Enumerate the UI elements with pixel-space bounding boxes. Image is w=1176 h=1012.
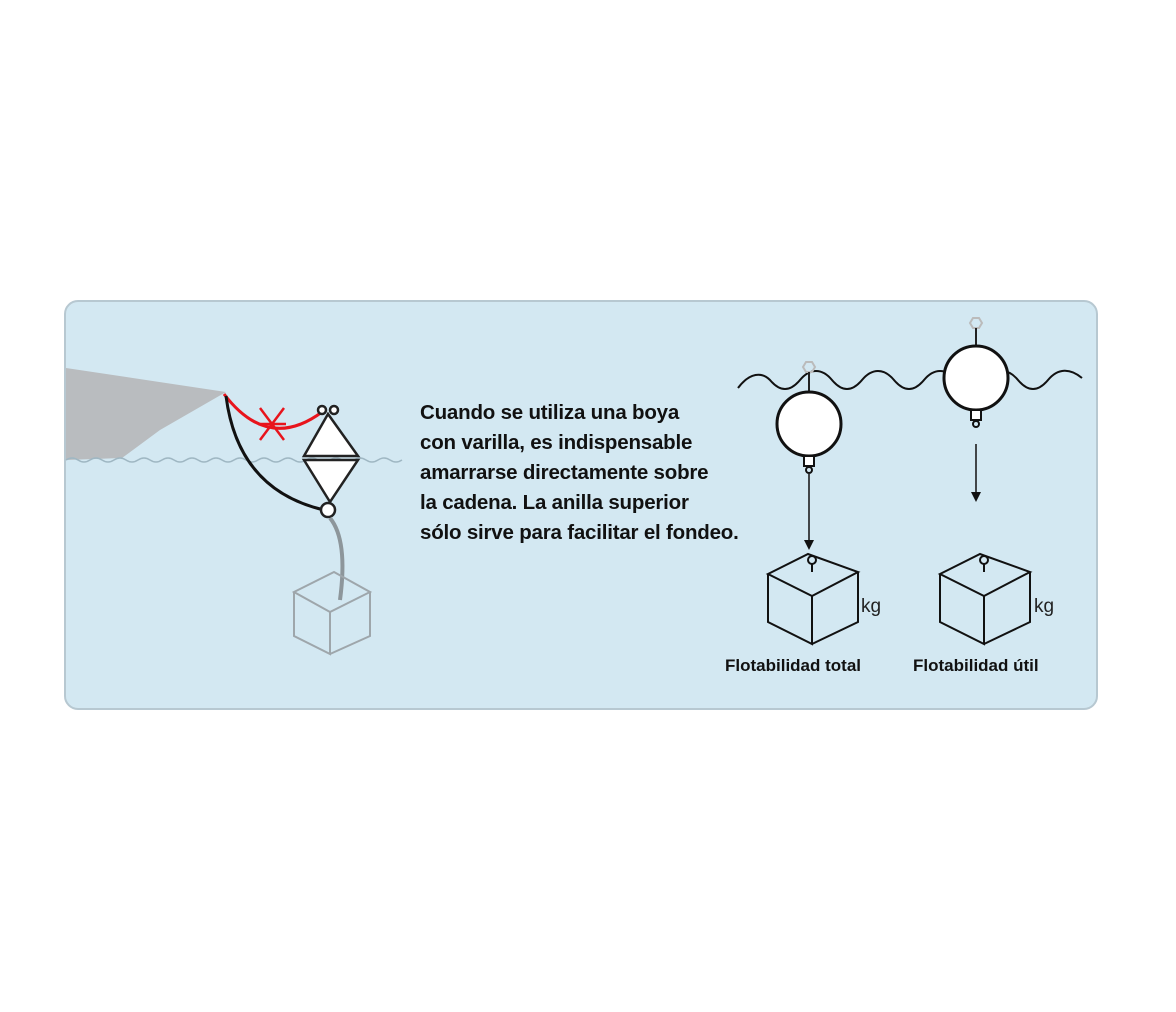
- buoy-total: [775, 361, 843, 474]
- boat-hull: [66, 368, 226, 460]
- label-flotabilidad-util: Flotabilidad útil: [913, 656, 1039, 675]
- unit-label-util: kg: [1034, 596, 1055, 617]
- chain: [328, 516, 345, 601]
- arrow-util-head: [971, 492, 981, 502]
- caption-line: con varilla, es indispensable: [420, 431, 693, 454]
- caption-line: Cuando se utiliza una boya: [420, 401, 680, 424]
- weight-cube-util: [937, 552, 1033, 646]
- caption-line: la cadena. La anilla superior: [420, 491, 689, 514]
- wrong-cross-icon: [258, 407, 286, 441]
- weight-cube-total: [765, 552, 861, 646]
- anchor-block: [291, 570, 373, 656]
- unit-label-total: kg: [861, 596, 882, 617]
- buoy-util: [942, 317, 1010, 428]
- arrow-total-head: [804, 540, 814, 550]
- label-flotabilidad-total: Flotabilidad total: [725, 656, 861, 675]
- caption-text: Cuando se utiliza una boya con varilla, …: [420, 398, 780, 548]
- diagram-panel: [64, 300, 1098, 710]
- correct-mooring-line: [224, 395, 325, 512]
- caption-line: sólo sirve para facilitar el fondeo.: [420, 521, 739, 544]
- water-surface-right: [737, 369, 1083, 390]
- rod-buoy: [301, 404, 361, 519]
- caption-line: amarrarse directamente sobre: [420, 461, 709, 484]
